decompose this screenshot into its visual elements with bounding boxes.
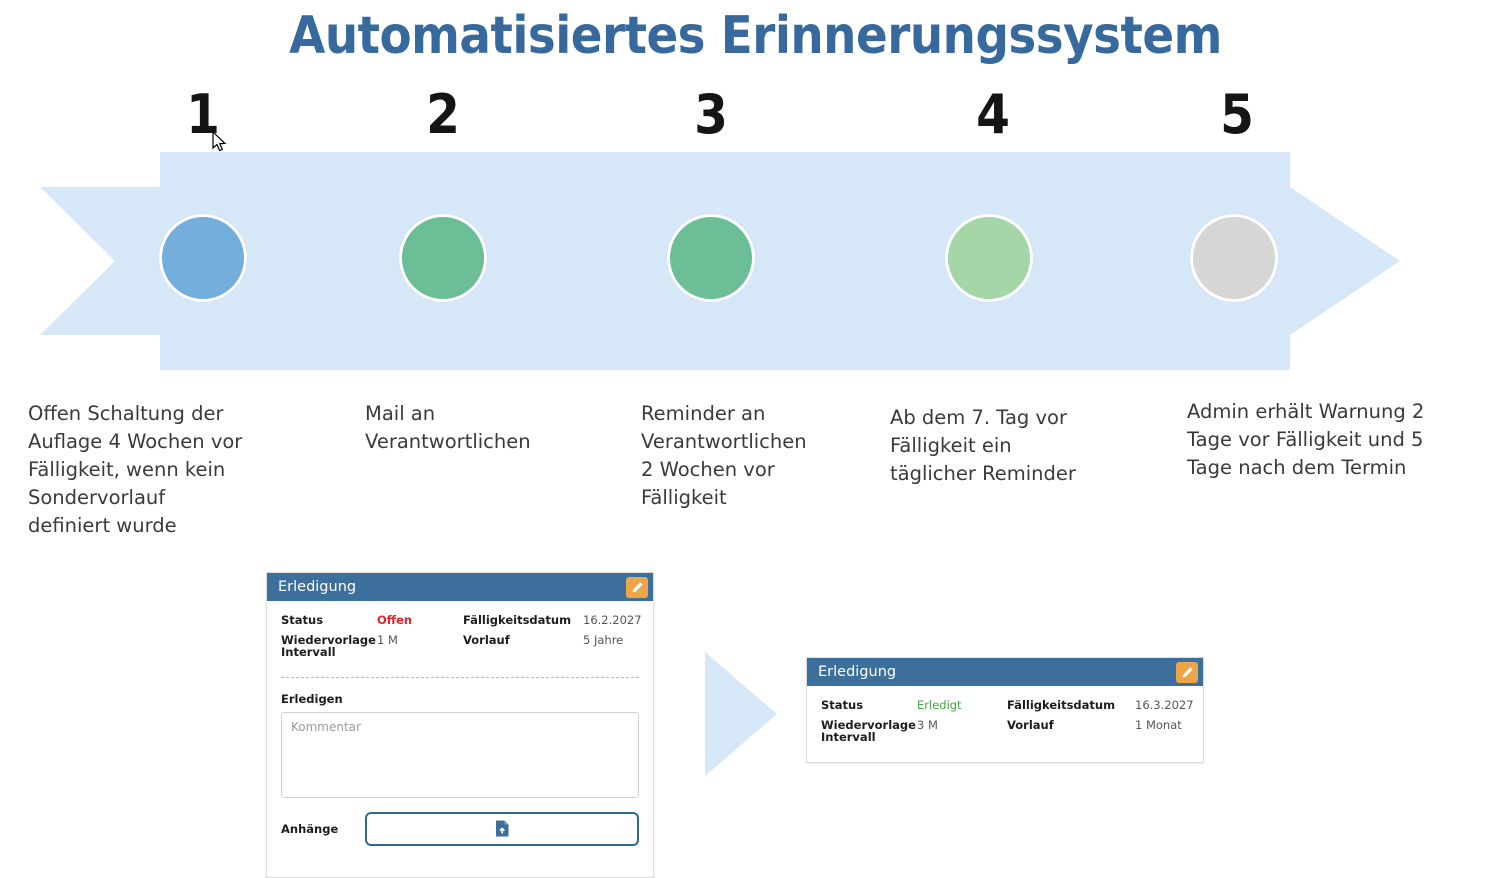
interval-label-after: Wiedervorlage Intervall [821,717,916,744]
card-divider [281,676,639,678]
erledigen-section-label: Erledigen [281,691,343,706]
card-fields-after: Status Erledigt Fälligkeitsdatum 16.3.20… [807,686,1203,744]
file-upload-icon [495,820,508,837]
mouse-cursor [212,130,228,157]
lead-label-after: Vorlauf [1007,717,1054,732]
step-caption-3: Reminder an Verantwortlichen 2 Wochen vo… [641,402,807,509]
due-date-label-after: Fälligkeitsdatum [1007,698,1116,712]
edit-pencil-button-before[interactable] [626,576,648,598]
attachments-label: Anhänge [281,821,339,836]
status-label-before: Status [281,613,324,627]
card-title-before: Erledigung [278,579,357,595]
erledigung-card-before: Erledigung Status Offen Fälligkeitsdatum… [266,572,654,878]
card-title-after: Erledigung [818,664,897,680]
step-number-4: 4 [976,83,1010,146]
step-circle-1 [159,214,247,302]
step-circle-4 [945,214,1033,302]
step-number-3: 3 [694,83,728,146]
step-number-2: 2 [426,83,460,146]
interval-value-after: 3 M [917,717,938,732]
pencil-icon [632,581,643,592]
card-header-before: Erledigung [267,573,653,601]
erledigung-card-after: Erledigung Status Erledigt Fälligkeitsda… [806,657,1204,763]
comment-textarea[interactable]: Kommentar [281,711,639,798]
due-date-value-after: 16.3.2027 [1135,698,1194,712]
step-caption-2: Mail an Verantwortlichen [365,402,531,453]
attachments-row: Anhänge [281,811,639,846]
due-date-label-before: Fälligkeitsdatum [463,613,572,627]
step-circle-2 [399,214,487,302]
status-value-after: Erledigt [917,698,962,712]
lead-value-before: 5 Jahre [583,632,624,647]
card-header-after: Erledigung [807,658,1203,686]
due-date-value-before: 16.2.2027 [583,613,642,627]
file-upload-button[interactable] [365,811,639,846]
step-caption-1: Offen Schaltung der Auflage 4 Wochen vor… [28,402,243,537]
step-circle-5 [1190,214,1278,302]
page-title: Automatisiertes Erinnerungssystem [289,6,1222,66]
edit-pencil-button-after[interactable] [1176,661,1198,683]
status-label-after: Status [821,698,864,712]
interval-label-before: Wiedervorlage Intervall [281,632,376,659]
step-number-5: 5 [1220,83,1254,146]
card-fields-before: Status Offen Fälligkeitsdatum 16.2.2027 … [267,601,653,659]
pencil-icon [1182,666,1193,677]
lead-label-before: Vorlauf [463,632,510,647]
transition-arrow [705,652,777,780]
step-caption-4: Ab dem 7. Tag vor Fälligkeit ein täglich… [890,406,1076,485]
step-caption-5: Admin erhält Warnung 2 Tage vor Fälligke… [1187,400,1425,479]
step-circle-3 [667,214,755,302]
interval-value-before: 1 M [377,632,398,647]
lead-value-after: 1 Monat [1135,717,1182,732]
status-value-before: Offen [377,613,413,627]
